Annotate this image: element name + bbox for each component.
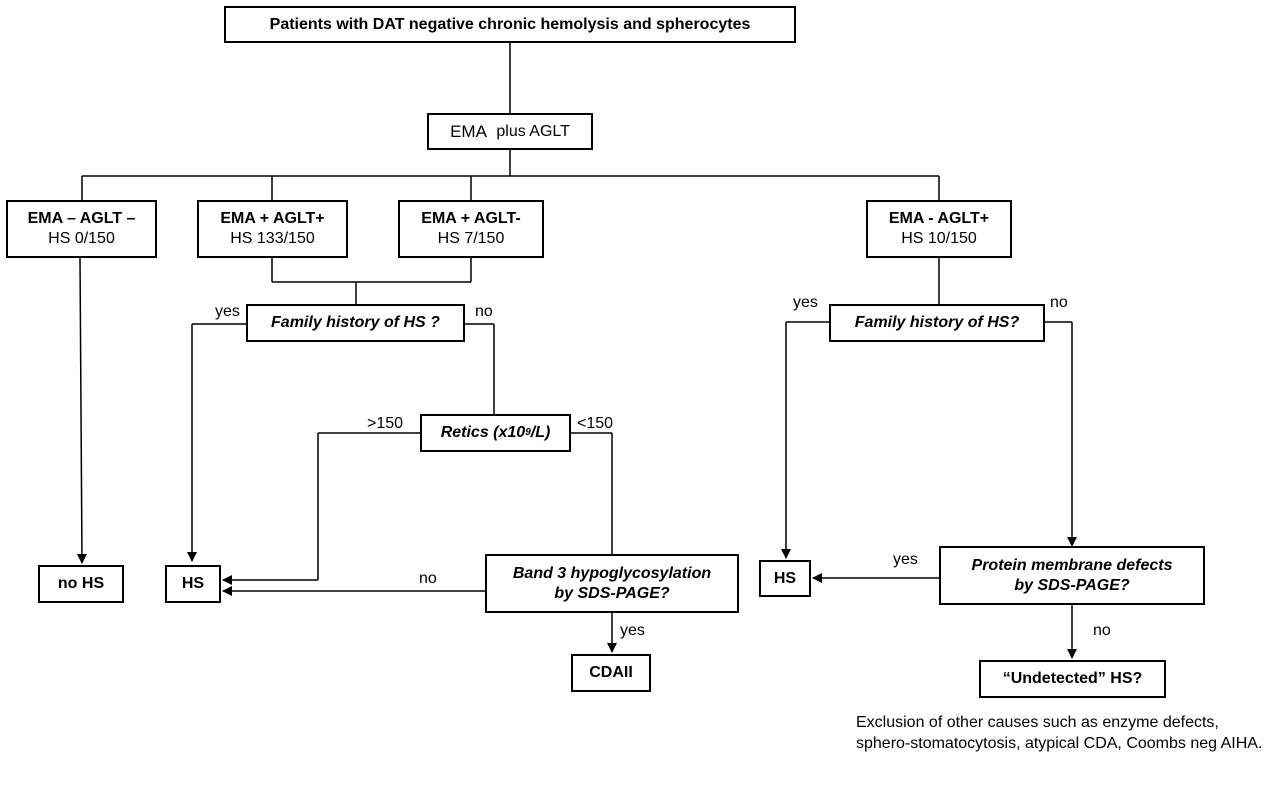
family-history-left: Family history of HS ? xyxy=(246,304,465,342)
ema-aglt-post: plus AGLT xyxy=(496,122,570,140)
protein-line-1: Protein membrane defects xyxy=(971,556,1173,574)
band3-line-2: by SDS-PAGE? xyxy=(554,584,670,602)
group-2-count: HS 133/150 xyxy=(230,230,315,247)
group-ema-neg-aglt-pos: EMA - AGLT+ HS 10/150 xyxy=(866,200,1012,258)
band3-line-1: Band 3 hypoglycosylation xyxy=(512,564,712,582)
group-4-count: HS 10/150 xyxy=(901,230,977,247)
undetected-hs-text: “Undetected” HS? xyxy=(1002,670,1143,687)
group-4-title: EMA - AGLT+ xyxy=(888,210,990,227)
group-2-title: EMA + AGLT+ xyxy=(220,210,325,227)
family-history-right: Family history of HS? xyxy=(829,304,1045,342)
label-yes-family-right: yes xyxy=(793,294,818,311)
ema-aglt-pre: EMA xyxy=(450,121,487,141)
hs-outcome-right: HS xyxy=(759,560,811,597)
family-history-left-text: Family history of HS ? xyxy=(271,314,440,331)
label-no-protein: no xyxy=(1093,622,1111,639)
retics-pre: Retics (x10 xyxy=(440,424,526,441)
cdaii-text: CDAII xyxy=(589,664,633,681)
hs-left-text: HS xyxy=(181,575,205,592)
no-hs-text: no HS xyxy=(57,575,105,592)
group-ema-neg-aglt-neg: EMA – AGLT – HS 0/150 xyxy=(6,200,157,258)
label-yes-protein: yes xyxy=(893,551,918,568)
family-history-right-text: Family history of HS? xyxy=(854,314,1020,331)
group-ema-pos-aglt-neg: EMA + AGLT- HS 7/150 xyxy=(398,200,544,258)
group-3-title: EMA + AGLT- xyxy=(421,210,521,227)
cdaii-outcome: CDAII xyxy=(571,654,651,692)
protein-line-2: by SDS-PAGE? xyxy=(1014,576,1130,594)
label-no-band3: no xyxy=(419,570,437,587)
start-node: Patients with DAT negative chronic hemol… xyxy=(224,6,796,43)
group-3-count: HS 7/150 xyxy=(437,230,505,247)
hs-right-text: HS xyxy=(773,569,797,587)
exclusion-note: Exclusion of other causes such as enzyme… xyxy=(856,714,1263,752)
start-node-text: Patients with DAT negative chronic hemol… xyxy=(269,15,751,33)
undetected-hs-outcome: “Undetected” HS? xyxy=(979,660,1166,698)
label-no-family-left: no xyxy=(475,303,493,320)
group-1-count: HS 0/150 xyxy=(48,230,115,247)
band3-node: Band 3 hypoglycosylation by SDS-PAGE? xyxy=(485,554,739,613)
label-lt150: <150 xyxy=(577,415,614,432)
label-yes-family-left: yes xyxy=(215,303,240,320)
label-gt150: >150 xyxy=(367,415,404,432)
label-no-family-right: no xyxy=(1050,294,1068,311)
no-hs-outcome: no HS xyxy=(38,565,124,603)
group-1-title: EMA – AGLT – xyxy=(27,210,136,227)
retics-sup: 9 xyxy=(525,426,531,438)
protein-node: Protein membrane defects by SDS-PAGE? xyxy=(939,546,1205,605)
group-ema-pos-aglt-pos: EMA + AGLT+ HS 133/150 xyxy=(197,200,348,258)
ema-aglt-node: EMA plus AGLT xyxy=(427,113,593,150)
retics-post: /L) xyxy=(530,424,551,441)
hs-outcome-left: HS xyxy=(165,565,221,603)
edge-g1-to-nohs xyxy=(76,257,87,564)
label-yes-band3: yes xyxy=(620,622,645,639)
